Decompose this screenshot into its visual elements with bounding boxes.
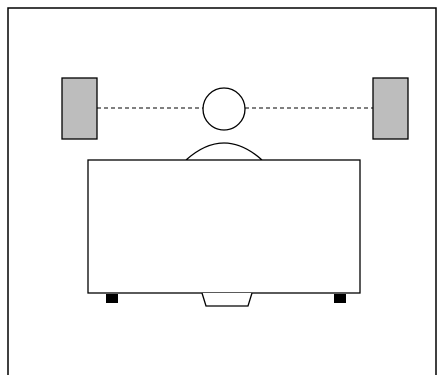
desk-stand (201, 292, 253, 307)
left-foot (106, 294, 118, 303)
listener-shoulders (185, 142, 263, 161)
outer-frame (7, 7, 437, 375)
desk (87, 159, 361, 294)
left-speaker (61, 77, 98, 140)
right-foot (334, 294, 346, 303)
right-speaker (372, 77, 409, 140)
listener-head (202, 87, 246, 131)
